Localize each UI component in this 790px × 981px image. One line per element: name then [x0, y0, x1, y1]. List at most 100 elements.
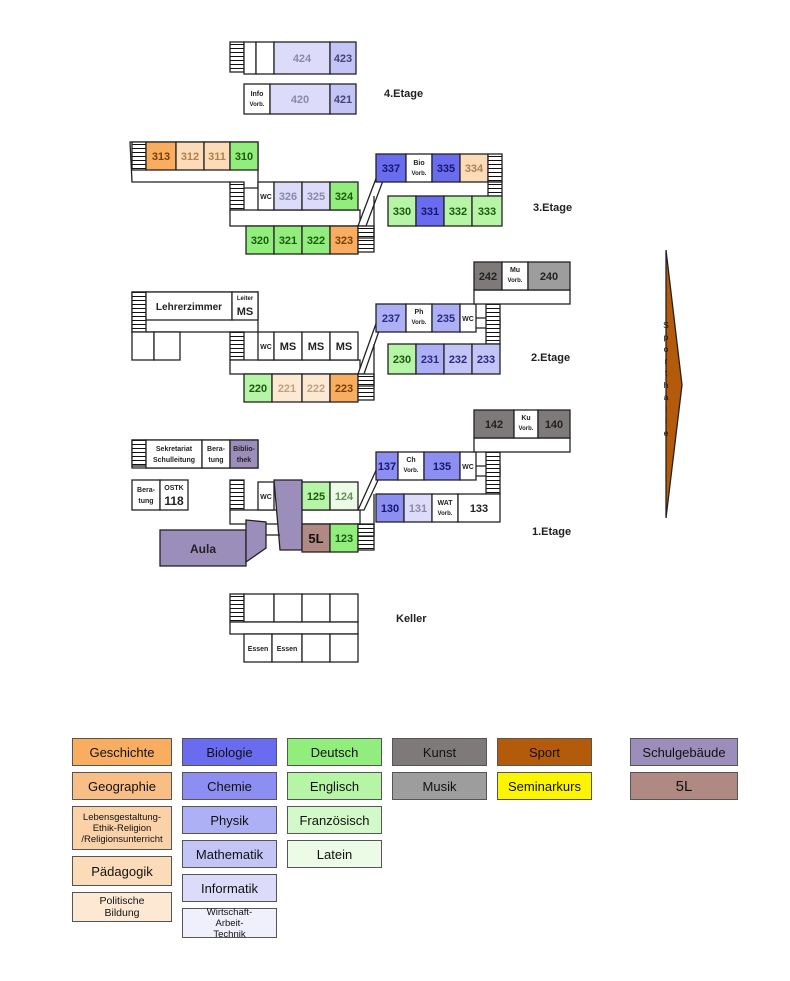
label-ms-1: MS [280, 341, 297, 353]
room-sekretariat[interactable] [145, 439, 203, 469]
stairs [357, 225, 375, 253]
label-essen-2: Essen [277, 646, 298, 653]
label-322: 322 [307, 235, 325, 247]
room-222[interactable] [301, 373, 331, 403]
room-124[interactable] [329, 481, 359, 511]
room-237[interactable] [375, 303, 407, 333]
room-337[interactable] [375, 153, 407, 183]
label-ch-vorb: Vorb. [404, 468, 419, 474]
label-333: 333 [478, 206, 496, 218]
stairs [131, 439, 147, 467]
room-324[interactable] [329, 181, 359, 211]
room-330[interactable] [387, 195, 417, 227]
room-221[interactable] [271, 373, 303, 403]
room-335[interactable] [431, 153, 461, 183]
label-423: 423 [334, 53, 352, 65]
label-421: 421 [334, 94, 352, 106]
label-220: 220 [249, 383, 267, 395]
room-135[interactable] [423, 451, 461, 481]
room-334[interactable] [459, 153, 489, 183]
stairs [487, 181, 503, 197]
room-info-vorb[interactable] [243, 83, 271, 115]
room-233[interactable] [471, 343, 501, 375]
legend-chemie: Chemie [182, 772, 277, 800]
room-321[interactable] [273, 225, 303, 255]
label-ch: Ch [406, 457, 415, 464]
label-325: 325 [307, 191, 325, 203]
wc[interactable] [459, 303, 477, 333]
room-123[interactable] [329, 523, 359, 553]
label-ph: Ph [415, 309, 424, 316]
label-wc-2b: WC [462, 316, 474, 323]
room-320[interactable] [245, 225, 275, 255]
room-118[interactable] [159, 479, 189, 511]
label-wc-3: WC [260, 194, 272, 201]
room-421[interactable] [329, 83, 357, 115]
label-221: 221 [278, 383, 296, 395]
wc[interactable] [459, 451, 477, 481]
label-324: 324 [335, 191, 354, 203]
label-ph-vorb: Vorb. [412, 320, 427, 326]
label-bibliothek-1: Biblio- [233, 446, 255, 453]
room-ms-3[interactable] [329, 331, 359, 361]
room-aula[interactable] [159, 529, 247, 567]
legend-englisch: Englisch [287, 772, 382, 800]
legend-5l: 5L [630, 772, 738, 800]
label-233: 233 [477, 354, 495, 366]
room-325[interactable] [301, 181, 331, 211]
stairs [485, 451, 501, 495]
room-leiter-ms[interactable] [231, 291, 259, 321]
room-mu-vorb[interactable] [501, 261, 529, 291]
legend-politische-bildung: Politische Bildung [72, 892, 172, 922]
room-bio-vorb[interactable] [405, 153, 433, 183]
room-220[interactable] [243, 373, 273, 403]
room-wat-vorb[interactable] [431, 493, 459, 523]
room-311[interactable] [203, 141, 231, 171]
room-312[interactable] [175, 141, 205, 171]
wc[interactable] [257, 481, 275, 511]
label-aula: Aula [190, 542, 216, 556]
label-135: 135 [433, 461, 451, 473]
room-313[interactable] [145, 141, 177, 171]
floor-4 [229, 41, 357, 115]
label-beratung-1: Bera- [207, 446, 226, 453]
label-337: 337 [382, 163, 400, 175]
room-333[interactable] [471, 195, 503, 227]
room-130[interactable] [375, 493, 405, 523]
room-lehrerzimmer[interactable] [145, 291, 233, 321]
room-essen-2[interactable] [271, 633, 303, 663]
room-322[interactable] [301, 225, 331, 255]
stairs [229, 181, 245, 211]
label-320: 320 [251, 235, 269, 247]
room-235[interactable] [431, 303, 461, 333]
room-ms-2[interactable] [301, 331, 331, 361]
room-423[interactable] [329, 41, 357, 75]
label-131: 131 [409, 503, 427, 515]
room-beratung[interactable] [201, 439, 231, 469]
room-beratung-2[interactable] [131, 479, 161, 511]
room-140[interactable] [537, 409, 571, 439]
room-142[interactable] [473, 409, 515, 439]
room-5l[interactable] [301, 523, 331, 553]
room-ms-1[interactable] [273, 331, 303, 361]
floor-2 [131, 261, 571, 403]
label-321: 321 [279, 235, 297, 247]
label-222: 222 [307, 383, 325, 395]
room-310[interactable] [229, 141, 259, 171]
legend-physik: Physik [182, 806, 277, 834]
room-420[interactable] [269, 83, 331, 115]
label-mu-vorb: Vorb. [508, 278, 523, 284]
room-ku-vorb[interactable] [513, 409, 539, 439]
room-125[interactable] [301, 481, 331, 511]
room-133[interactable] [457, 493, 501, 523]
legend-kunst: Kunst [392, 738, 487, 766]
room-essen-1[interactable] [243, 633, 273, 663]
room-232[interactable] [443, 343, 473, 375]
room-326[interactable] [273, 181, 303, 211]
room-230[interactable] [387, 343, 417, 375]
room-240[interactable] [527, 261, 571, 291]
floor-label-4: 4.Etage [384, 88, 423, 100]
room-bibliothek[interactable] [229, 439, 259, 469]
sporthalle-arrow[interactable] [665, 249, 683, 519]
stairs [131, 141, 147, 171]
